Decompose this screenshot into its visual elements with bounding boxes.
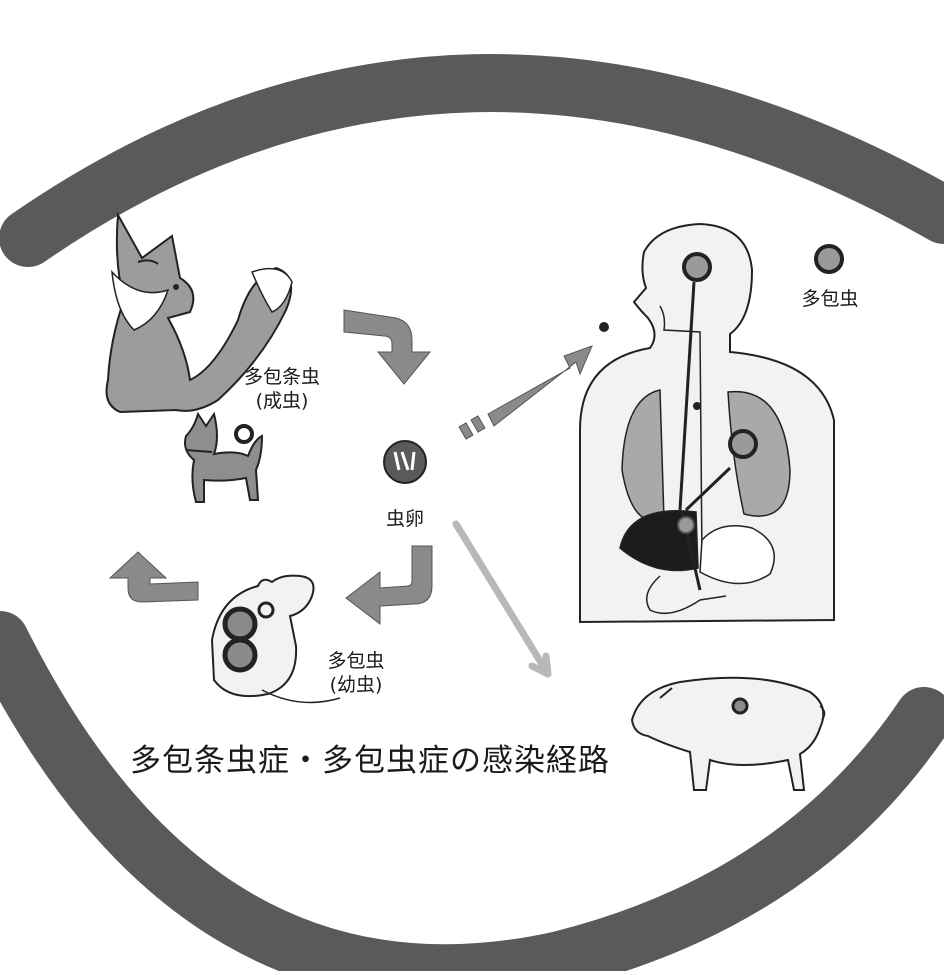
adult-stage: (成虫)	[242, 390, 322, 414]
arrow-egg-to-rodent	[346, 546, 432, 624]
larva-stage: (幼虫)	[318, 674, 394, 698]
arrow-fox-to-egg	[344, 310, 430, 384]
airborne-egg-dot	[599, 322, 609, 332]
arrow-egg-to-boar	[456, 524, 548, 674]
boar-illustration	[632, 678, 825, 790]
arrow-rodent-to-fox	[110, 552, 198, 602]
cycle-ring-top	[28, 83, 944, 238]
human-illustration	[580, 224, 834, 622]
adult-name: 多包条虫	[242, 366, 322, 390]
diagram-title: 多包条虫症・多包虫症の感染経路	[110, 742, 630, 781]
larva-name: 多包虫	[318, 650, 394, 674]
egg-illustration	[384, 441, 426, 483]
egg-label: 虫卵	[378, 508, 432, 532]
adult-tapeworm-label: 多包条虫 (成虫)	[242, 366, 322, 414]
arrow-egg-to-human	[459, 346, 592, 439]
legend-label: 多包虫	[792, 288, 868, 312]
dog-illustration	[185, 414, 262, 502]
legend-cyst-icon	[816, 246, 842, 272]
larva-label: 多包虫 (幼虫)	[318, 650, 394, 698]
